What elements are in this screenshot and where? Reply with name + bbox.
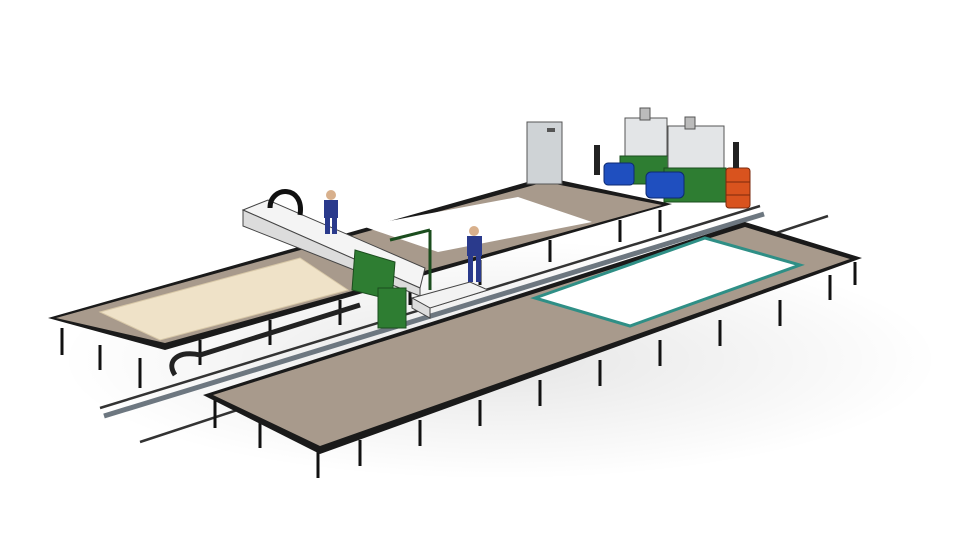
blue-drum-2 bbox=[645, 171, 685, 199]
orange-barrel bbox=[725, 167, 751, 209]
sand-bed bbox=[98, 257, 350, 341]
cable-chain bbox=[169, 302, 361, 377]
table-legs bbox=[213, 262, 857, 478]
right-casting-table bbox=[203, 222, 862, 478]
mixing-tank-2 bbox=[663, 116, 727, 203]
drive-unit bbox=[377, 287, 407, 329]
worker-1 bbox=[324, 190, 338, 234]
spray-gantry bbox=[169, 189, 490, 377]
blue-drum-1 bbox=[603, 162, 635, 186]
finished-panel-right bbox=[530, 236, 805, 328]
pumps bbox=[594, 142, 739, 175]
spray-hose bbox=[267, 189, 303, 216]
finished-panel-left bbox=[362, 197, 592, 252]
worker-2 bbox=[467, 226, 482, 282]
control-cabinet bbox=[526, 121, 563, 185]
